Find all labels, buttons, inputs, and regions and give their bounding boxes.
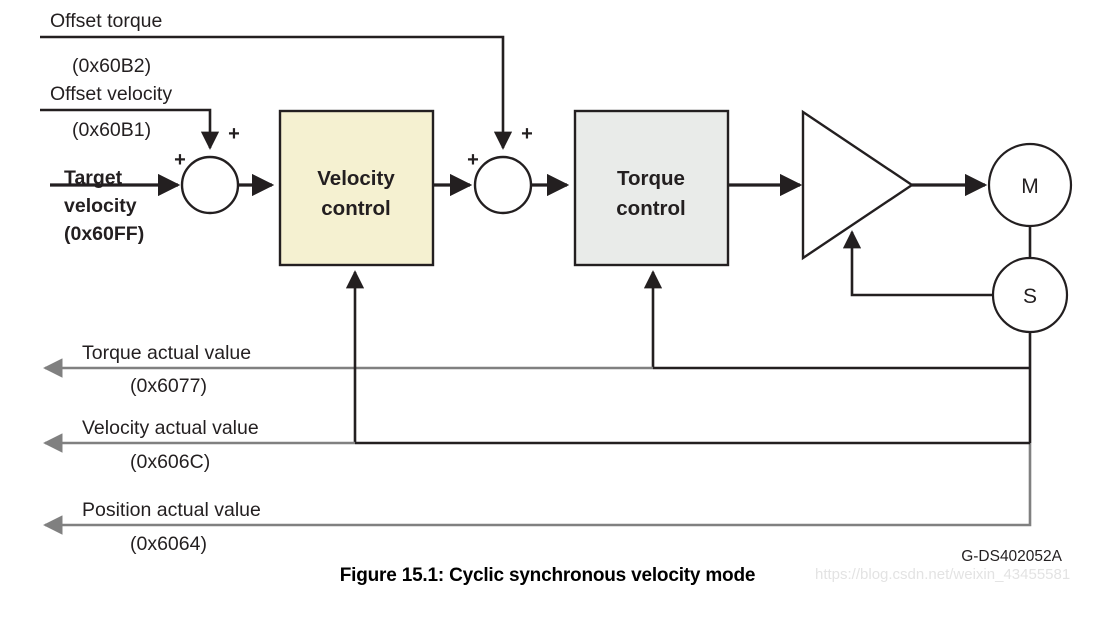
torque-actual-value-index: (0x6077) — [130, 375, 207, 397]
offset-velocity-signal-line — [40, 108, 220, 150]
torque-actual-value-label: Torque actual value — [82, 342, 251, 364]
position-actual-value-label: Position actual value — [82, 499, 261, 521]
sensor-to-amplifier-feedback-line — [842, 230, 993, 297]
velocity-control-label-line1: Velocity — [317, 167, 395, 190]
torque-control-block[interactable] — [573, 109, 730, 267]
velocity-actual-value-index: (0x606C) — [130, 451, 210, 473]
target-velocity-index: (0x60FF) — [64, 223, 144, 245]
drawing-tag: G-DS402052A — [961, 548, 1062, 565]
torque-sum-plus-left: + — [467, 149, 479, 171]
sensor-feedback-bus-gray — [1016, 443, 1032, 527]
motor-label: M — [1021, 175, 1039, 198]
offset-torque-label: Offset torque — [50, 10, 162, 32]
velocity-actual-value-label: Velocity actual value — [82, 417, 259, 439]
offset-velocity-index: (0x60B1) — [72, 119, 151, 141]
figure-caption: Figure 15.1: Cyclic synchronous velocity… — [339, 565, 756, 586]
offset-velocity-label: Offset velocity — [50, 83, 172, 105]
velocity-summing-junction — [180, 155, 240, 215]
velocity-sum-plus-left: + — [174, 149, 186, 171]
amplifier-triangle[interactable] — [801, 109, 915, 261]
velocity-control-label-line2: control — [321, 197, 390, 220]
torque-control-label-line2: control — [616, 197, 685, 220]
offset-torque-signal-line — [40, 35, 513, 150]
velocity-sum-plus-top: + — [228, 123, 240, 145]
torque-sum-plus-top: + — [521, 123, 533, 145]
torque-summing-junction — [473, 155, 533, 215]
offset-torque-index: (0x60B2) — [72, 55, 151, 77]
velocity-control-block[interactable] — [278, 109, 435, 267]
sensor-label: S — [1023, 285, 1037, 308]
torque-control-label-line1: Torque — [617, 167, 685, 190]
target-velocity-label-line2: velocity — [64, 195, 137, 217]
watermark: https://blog.csdn.net/weixin_43455581 — [815, 566, 1071, 583]
position-actual-value-index: (0x6064) — [130, 533, 207, 555]
